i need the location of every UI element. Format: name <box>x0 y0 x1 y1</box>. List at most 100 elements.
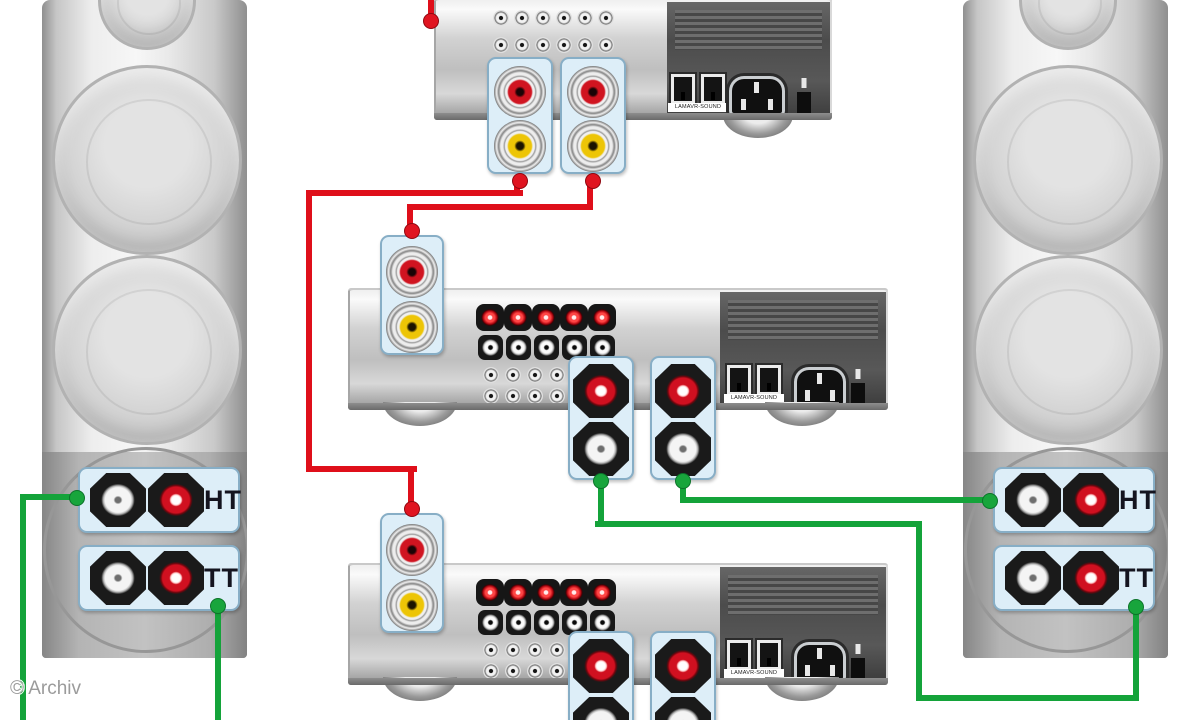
speaker-out-callout <box>568 631 634 720</box>
speaker-binding-posts <box>476 579 616 635</box>
network-port <box>757 365 781 395</box>
rca-jack-small <box>513 36 530 53</box>
rca-jack-small <box>483 641 499 658</box>
woofer-driver <box>973 255 1163 445</box>
red-cable-segment <box>306 466 417 472</box>
binding-post-red <box>655 639 711 693</box>
rca-jack-grid <box>480 364 568 406</box>
rca-jack-small <box>505 662 521 679</box>
binding-post-black <box>90 473 146 527</box>
binding-post-black <box>655 697 711 720</box>
rca-jack-small <box>549 662 565 679</box>
binding-post-black <box>1005 473 1061 527</box>
network-port <box>727 365 751 395</box>
rca-jack-small <box>576 36 593 53</box>
power-inlet <box>794 642 846 682</box>
binding-post-black <box>1005 551 1061 605</box>
power-inlet <box>794 367 846 407</box>
green-cable-segment <box>598 481 604 527</box>
right-ht-terminal: HT <box>993 467 1157 533</box>
woofer-arc <box>43 447 247 653</box>
speaker-out-callout <box>568 356 634 480</box>
tt-label: TT <box>204 562 239 593</box>
rca-jack-small <box>513 9 530 26</box>
binding-post-red <box>1063 473 1119 527</box>
binding-post-pair <box>532 304 560 360</box>
red-cable-segment <box>408 466 414 511</box>
rca-jack-small <box>549 366 565 383</box>
binding-post-pair <box>560 579 588 635</box>
woofer-driver <box>52 65 242 255</box>
network-port <box>701 74 725 104</box>
rca-jack-small <box>576 9 593 26</box>
woofer-arc <box>964 447 1168 653</box>
ht-label: HT <box>204 484 242 515</box>
red-cable-segment <box>428 0 434 16</box>
rca-yellow-jack <box>386 301 438 353</box>
cable-node-red <box>423 13 439 29</box>
tt-label: TT <box>1119 562 1154 593</box>
rca-red-jack <box>567 66 619 118</box>
red-cable-segment <box>306 190 523 196</box>
rca-jack-small <box>597 36 614 53</box>
watermark: © Archiv <box>10 678 82 699</box>
cable-node-green <box>593 473 609 489</box>
woofer-driver <box>973 65 1163 255</box>
binding-post-pair <box>532 579 560 635</box>
power-inlet <box>729 76 785 116</box>
port-label: LAMAVR-SOUND <box>724 394 784 403</box>
binding-post-pair <box>476 304 504 360</box>
rca-jack-small <box>492 36 509 53</box>
rca-jack-small <box>527 641 543 658</box>
network-port <box>671 74 695 104</box>
rca-input-callout-bottom <box>380 513 444 633</box>
left-tt-terminal: TT <box>78 545 240 611</box>
binding-post-black <box>655 422 711 476</box>
cable-node-green <box>982 493 998 509</box>
binding-post-black <box>573 422 629 476</box>
cable-node-green <box>210 598 226 614</box>
binding-post-red <box>655 364 711 418</box>
binding-post-red <box>573 364 629 418</box>
ht-label: HT <box>1119 484 1157 515</box>
speaker-binding-posts <box>476 304 616 360</box>
network-port <box>727 640 751 670</box>
network-port <box>757 640 781 670</box>
green-cable-segment <box>916 521 922 701</box>
cable-node-green <box>69 490 85 506</box>
rca-yellow-jack <box>567 120 619 172</box>
rca-output-callout-right <box>560 57 626 174</box>
binding-post-red <box>148 473 204 527</box>
cable-node-red <box>404 223 420 239</box>
rca-jack-small <box>505 387 521 404</box>
rca-red-jack <box>386 524 438 576</box>
green-cable-segment <box>20 494 26 720</box>
binding-post-black <box>573 697 629 720</box>
rca-jack-small <box>534 9 551 26</box>
rca-jack-small <box>527 366 543 383</box>
green-cable-segment <box>215 606 221 720</box>
rca-red-jack <box>494 66 546 118</box>
rca-jack-grid <box>490 4 616 58</box>
cable-node-green <box>675 473 691 489</box>
binding-post-red <box>573 639 629 693</box>
rca-jack-grid <box>480 639 568 681</box>
woofer-driver <box>52 255 242 445</box>
rca-jack-small <box>505 366 521 383</box>
rca-jack-small <box>505 641 521 658</box>
binding-post-red <box>1063 551 1119 605</box>
speaker-out-callout <box>650 356 716 480</box>
rca-output-callout-left <box>487 57 553 174</box>
power-switch <box>851 644 865 680</box>
red-cable-segment <box>407 204 413 234</box>
rca-jack-small <box>555 36 572 53</box>
rear-panel: LAMAVR-SOUND <box>667 2 830 116</box>
red-cable-segment <box>587 184 593 210</box>
green-cable-segment <box>20 494 80 500</box>
amp-bottom-edge <box>434 113 832 120</box>
binding-post-pair <box>504 304 532 360</box>
rca-jack-small <box>597 9 614 26</box>
rca-jack-small <box>483 366 499 383</box>
rca-jack-small <box>483 387 499 404</box>
binding-post-pair <box>504 579 532 635</box>
